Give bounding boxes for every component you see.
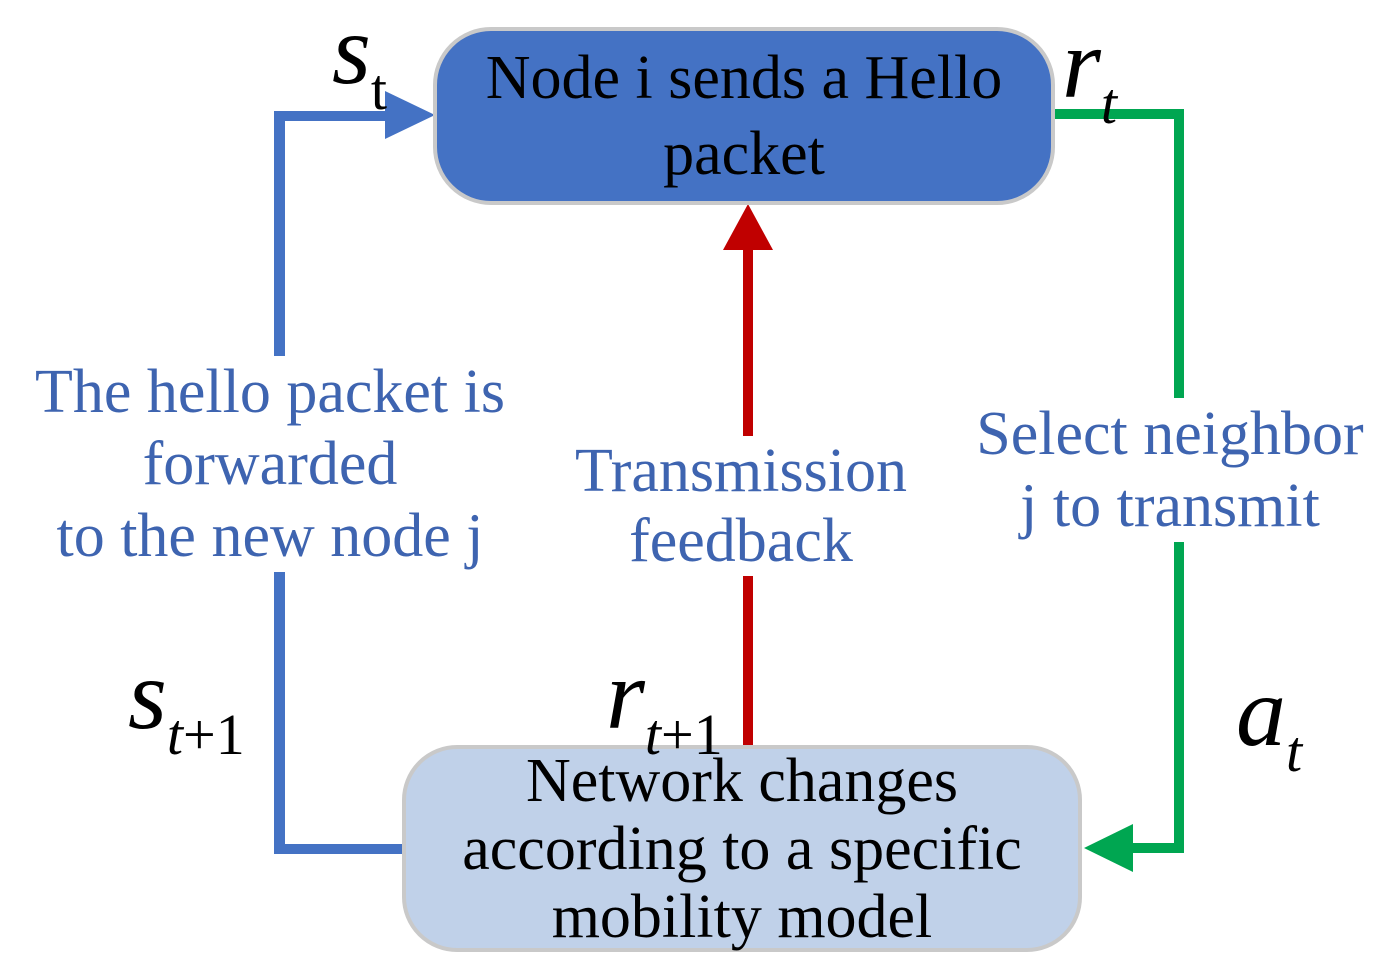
label-reward-t-base: r <box>1062 8 1101 119</box>
hello-forwarded-note-line3: to the new node j <box>56 502 484 570</box>
node-hello-packet-box: Node i sends a Hello packet <box>433 27 1055 205</box>
hello-forwarded-note: The hello packet is forwarded to the new… <box>10 356 530 572</box>
select-neighbor-note-line1: Select neighbor <box>976 400 1364 468</box>
label-state-t-sub: t <box>370 57 388 122</box>
hello-forwarded-note-line1: The hello packet is <box>35 358 505 426</box>
label-action-t: at <box>1236 662 1302 785</box>
label-state-t-plus-1: st+1 <box>128 645 245 768</box>
label-state-t1-sub: t <box>166 702 184 767</box>
label-reward-t1-base: r <box>606 639 645 750</box>
label-action-t-sub: t <box>1286 719 1303 784</box>
network-changes-line1: Network changes <box>525 746 959 815</box>
green-action-line-bottom <box>1133 843 1184 853</box>
node-hello-packet-line2: packet <box>663 120 825 188</box>
label-reward-t1-suffix: +1 <box>661 702 723 767</box>
network-changes-line2: according to a specific <box>462 814 1022 883</box>
label-reward-t1-sub: t <box>644 702 662 767</box>
node-hello-packet-line1: Node i sends a Hello <box>485 44 1003 112</box>
green-action-line-top <box>1055 109 1184 119</box>
green-arrowhead-left-icon <box>1084 824 1133 872</box>
red-arrowhead-up-icon <box>723 204 773 250</box>
label-state-t: st <box>332 0 387 122</box>
blue-state-line-bottom <box>274 844 406 854</box>
label-reward-t-plus-1: rt+1 <box>606 645 723 768</box>
blue-state-line-top <box>274 111 386 121</box>
transmission-feedback-note: Transmission feedback <box>551 436 931 576</box>
label-action-t-base: a <box>1236 656 1286 767</box>
transmission-feedback-note-line2: feedback <box>629 507 853 575</box>
network-changes-box: Network changes according to a specific … <box>402 745 1082 952</box>
select-neighbor-note-line2: j to transmit <box>1020 472 1320 540</box>
label-state-t-base: s <box>332 0 371 105</box>
hello-forwarded-note-line2: forwarded <box>142 430 398 498</box>
label-state-t1-base: s <box>128 639 167 750</box>
label-reward-t: rt <box>1062 14 1117 137</box>
blue-arrowhead-right-icon <box>385 91 435 139</box>
label-state-t1-suffix: +1 <box>183 702 245 767</box>
label-reward-t-sub: t <box>1100 71 1118 136</box>
network-changes-line3: mobility model <box>551 882 933 951</box>
select-neighbor-note: Select neighbor j to transmit <box>955 398 1385 542</box>
transmission-feedback-note-line1: Transmission <box>575 437 907 505</box>
